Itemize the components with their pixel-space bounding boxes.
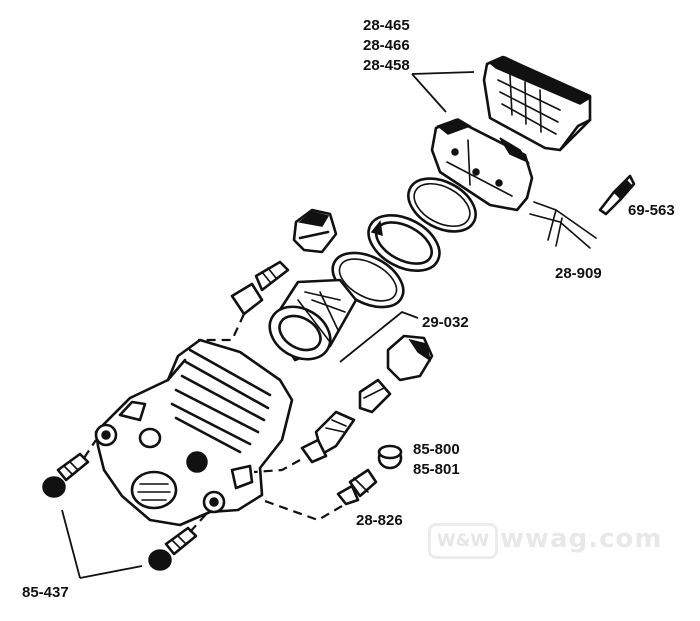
bleeder-cap: [377, 444, 403, 470]
label-spring-clip: 28-909: [555, 265, 602, 282]
label-bleeder-cap-b: 85-801: [413, 461, 460, 478]
label-bleeder-cap-a: 85-800: [413, 441, 460, 458]
dust-boot-upper: [292, 208, 338, 254]
watermark-logo: W&W: [428, 523, 498, 559]
leader-pads: [411, 71, 475, 113]
mount-bolt-upper: [42, 452, 90, 498]
brake-pad-rear: [482, 55, 592, 152]
slide-pin-lower: [300, 410, 356, 464]
caliper-body: [94, 338, 294, 527]
piston: [268, 278, 358, 362]
slide-pin-upper: [230, 260, 290, 316]
assembly-dashline-3: [261, 498, 343, 522]
piston-seal-rings: [331, 177, 477, 309]
label-mount-bolts: 85-437: [22, 584, 69, 601]
leader-bolts: [61, 509, 143, 579]
dust-boot-lower: [386, 334, 434, 382]
label-pad-part-3: 28-458: [363, 57, 410, 74]
label-pad-part-2: 28-466: [363, 37, 410, 54]
brake-pad-front: [430, 118, 534, 212]
leader-seals: [339, 310, 419, 363]
bleeder-valve: [336, 468, 378, 506]
label-pad-part-1: 28-465: [363, 17, 410, 34]
pad-pin: [598, 174, 636, 216]
assembly-dashline-5: [189, 511, 209, 533]
assembly-dashline-4: [83, 439, 97, 459]
label-bleeder: 28-826: [356, 512, 403, 529]
slide-sleeve: [358, 378, 392, 414]
assembly-dashline-2: [253, 459, 301, 474]
assembly-dashline-1: [198, 313, 245, 342]
watermark-site: wwag.com: [500, 524, 663, 554]
label-piston-seals: 29-032: [422, 314, 469, 331]
mount-bolt-lower: [148, 526, 198, 571]
label-pin: 69-563: [628, 202, 675, 219]
spring-clip: [529, 201, 597, 249]
